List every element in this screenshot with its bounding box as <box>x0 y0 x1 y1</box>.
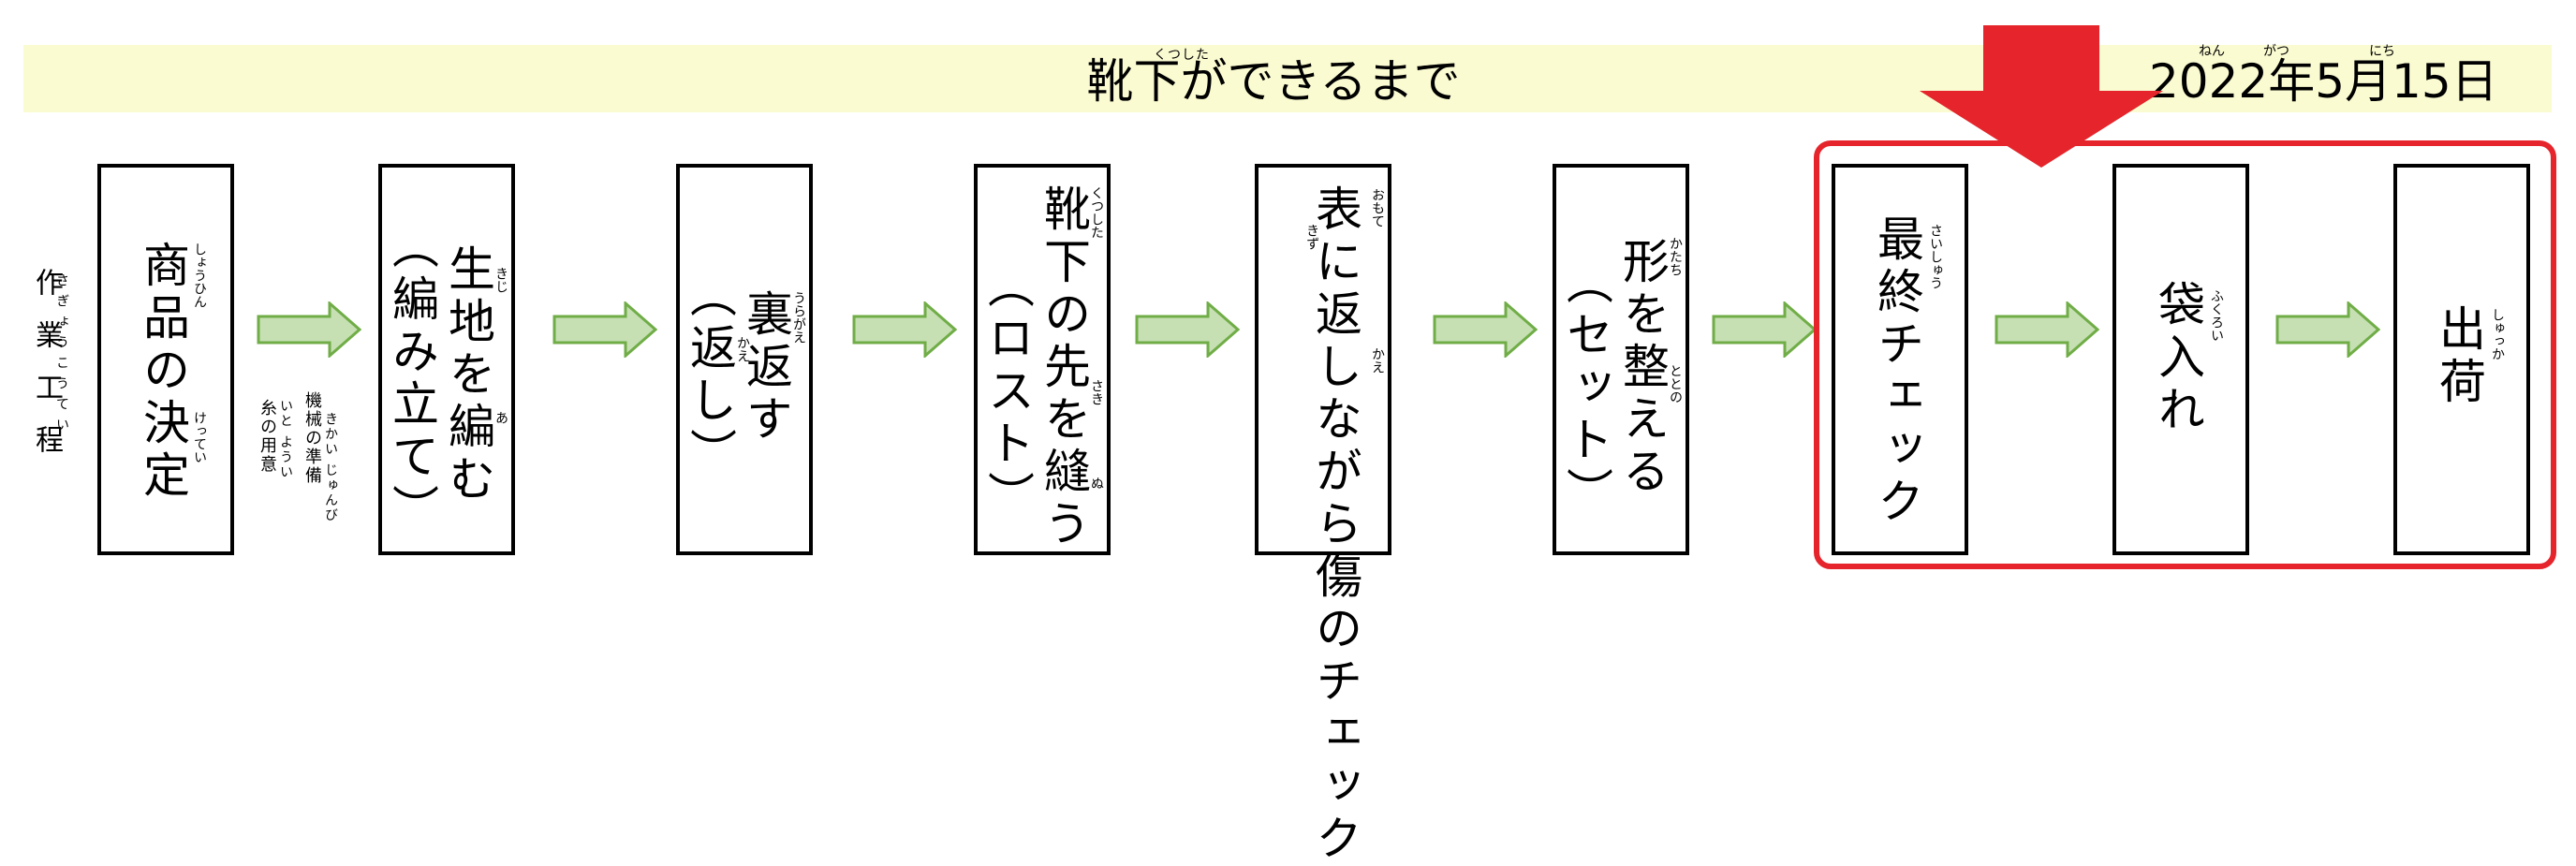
step-box-flaw-check: 表に返しながら傷のチェック おもて かえ きず <box>1255 164 1391 866</box>
step-label: 生地を編む <box>441 244 495 506</box>
step-label: 形を整える <box>1615 237 1670 499</box>
step-ruby: ふくろい <box>2209 289 2224 342</box>
date-ruby-month: がつ <box>2263 44 2289 59</box>
current-stage-highlight <box>1814 140 2556 569</box>
step-ruby: おもて <box>1370 188 1385 228</box>
date-ruby-year: ねん <box>2199 44 2225 59</box>
note-machine-prep: 機械の準備 <box>302 391 322 485</box>
step-ruby: かえ <box>1370 347 1385 374</box>
flow-arrow-5 <box>1433 301 1538 358</box>
step-box-final-check: 最終チェック さいしゅう <box>1832 164 1968 555</box>
flow-arrow-1 <box>257 301 361 358</box>
step-sublabel: （編み立て） <box>385 222 439 536</box>
note-ruby: いと ようい <box>278 399 293 480</box>
step-box-bagging: 袋入れ ふくろい <box>2112 164 2249 555</box>
note-ruby: きかい じゅんび <box>323 412 338 523</box>
step-sublabel: （ロスト） <box>980 261 1035 523</box>
step-label: 裏返す <box>739 289 793 447</box>
step-box-product-decision: 商品の決定 しょうひん けってい <box>97 164 234 555</box>
step-sublabel: （返し） <box>683 271 737 480</box>
step-label: 靴下の先を縫う <box>1037 184 1091 551</box>
step-ruby: あ <box>493 411 508 424</box>
step-ruby: ぬ <box>1089 477 1104 490</box>
step-ruby: しょうひん <box>192 242 207 308</box>
step-box-knitting: 生地を編む （編み立て） きじ あ <box>378 164 515 555</box>
step-box-shaping: 形を整える （セット） かたち ととの <box>1553 164 1689 555</box>
step-ruby: うらがえ <box>791 291 806 344</box>
step-label: 出荷 <box>2432 304 2486 409</box>
flow-arrow-4 <box>1135 301 1240 358</box>
step-ruby: きじ <box>493 267 508 293</box>
step-ruby: しゅっか <box>2490 308 2505 360</box>
process-side-ruby: さぎょうこうてい <box>54 273 69 438</box>
step-ruby: くつした <box>1089 186 1104 239</box>
step-ruby: さき <box>1089 379 1104 405</box>
process-side-label: 作業工程 <box>30 268 63 477</box>
flow-arrow-7 <box>1995 301 2099 358</box>
step-label: 最終チェック <box>1870 214 1924 529</box>
step-ruby: きず <box>1304 224 1319 250</box>
note-thread-prep: 糸の用意 <box>258 399 277 474</box>
step-ruby: ととの <box>1668 364 1683 404</box>
title-ruby: くつした <box>1154 48 1210 63</box>
step-ruby: かえ <box>735 336 750 362</box>
step-ruby: かたち <box>1668 237 1683 276</box>
flow-arrow-3 <box>852 301 957 358</box>
step-box-shipping: 出荷 しゅっか <box>2393 164 2530 555</box>
date-label: 2022年5月15日 <box>2149 54 2498 109</box>
step-label: 袋入れ <box>2151 280 2205 437</box>
flow-arrow-8 <box>2275 301 2380 358</box>
step-box-toe-sewing: 靴下の先を縫う （ロスト） くつした さき ぬ <box>974 164 1111 555</box>
date-ruby-day: にち <box>2369 44 2395 59</box>
page-title: 靴下ができるまで <box>1086 54 1461 109</box>
step-box-turn-inside-out: 裏返す （返し） うらがえ かえ <box>676 164 813 555</box>
flow-arrow-6 <box>1712 301 1817 358</box>
current-stage-arrow-icon <box>1920 25 2163 168</box>
step-ruby: さいしゅう <box>1928 224 1943 289</box>
step-sublabel: （セット） <box>1559 257 1613 520</box>
flow-arrow-2 <box>552 301 657 358</box>
step-label: 商品の決定 <box>136 241 190 503</box>
step-ruby: けってい <box>192 411 207 463</box>
